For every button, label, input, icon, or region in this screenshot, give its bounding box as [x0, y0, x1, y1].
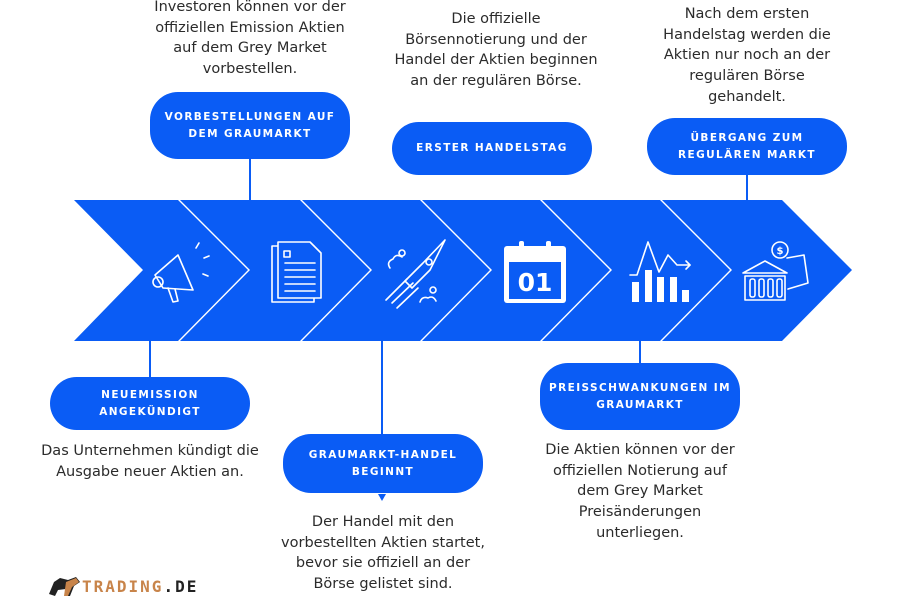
step-6-title: ÜBERGANG ZUM REGULÄREN MARKT: [647, 118, 847, 175]
dollar-icon: $: [777, 246, 784, 257]
step-6-description: Nach dem ersten Handelstag werden die Ak…: [663, 6, 831, 105]
step-5-title: PREISSCHWANKUNGEN IM GRAUMARKT: [540, 363, 740, 430]
connector-line: [639, 341, 641, 364]
step-4-description: Die offizielle Börsennotierung und der H…: [394, 11, 598, 90]
calendar-day-text: 01: [518, 268, 553, 297]
logo-suffix: .DE: [163, 576, 199, 596]
step-1-description: Das Unternehmen kündigt die Ausgabe neue…: [41, 443, 259, 480]
chevron-5: [542, 200, 730, 341]
chart-bar: [645, 270, 652, 302]
trading-de-logo: TRADING.DE: [46, 574, 198, 598]
step-4-title: ERSTER HANDELSTAG: [392, 122, 592, 175]
connector-line: [149, 341, 151, 378]
chevron-6: [662, 200, 852, 341]
step-5-description: Die Aktien können vor der offiziellen No…: [545, 442, 735, 541]
document-icon: [271, 241, 322, 303]
chevron-2: [180, 200, 370, 341]
step-2-description: Investoren können vor der offiziellen Em…: [154, 0, 346, 78]
bull-logo-icon: [49, 577, 80, 596]
chart-bar: [657, 277, 664, 302]
step-1-title: NEUEMISSION ANGEKÜNDIGT: [50, 377, 250, 430]
step-3-title: GRAUMARKT-HANDEL BEGINNT: [283, 434, 483, 493]
bank-money-icon: [742, 241, 809, 301]
connector-line: [746, 174, 748, 200]
rocket-icon: [385, 239, 446, 309]
chart-icon: [629, 241, 691, 276]
connector-line: [249, 158, 251, 200]
arrow-down-icon: [378, 494, 386, 501]
step-2-title: VORBESTELLUNGEN AUF DEM GRAUMARKT: [150, 92, 350, 159]
calendar-icon: [504, 241, 566, 303]
chevron-3: [302, 200, 490, 341]
step-3-description: Der Handel mit den vorbestellten Aktien …: [281, 514, 485, 593]
logo-text: TRADING: [82, 576, 164, 596]
megaphone-icon: [152, 242, 210, 303]
chart-bar: [632, 282, 639, 302]
chart-bar: [682, 290, 689, 302]
chart-bar: [670, 277, 677, 302]
connector-line: [381, 341, 383, 435]
